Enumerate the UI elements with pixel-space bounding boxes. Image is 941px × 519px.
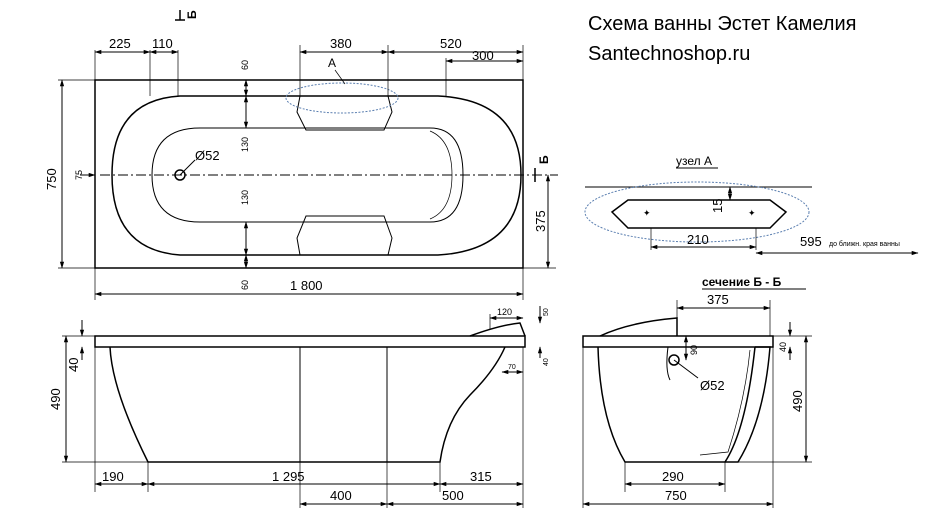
section-headrest — [599, 317, 678, 337]
section-drain-pipe — [666, 346, 671, 381]
node-a-detail-cloud — [584, 181, 810, 243]
dim-300: 300 — [472, 48, 494, 63]
section-b-side-label: Б — [537, 155, 551, 164]
dim-40-right: 40 — [543, 358, 550, 366]
dim-375: 375 — [533, 210, 548, 232]
node-a-fixing-right: ✦ — [748, 208, 756, 218]
dim-400: 400 — [330, 488, 352, 503]
edge-note: до ближн. края ванны — [829, 240, 900, 248]
title-line-1: Схема ванны Эстет Камелия — [588, 13, 856, 35]
dim-375-section: 375 — [707, 292, 729, 307]
dim-130-bottom: 130 — [240, 190, 250, 205]
dim-225: 225 — [109, 36, 131, 51]
node-a-headrest — [610, 199, 788, 229]
headrest-bottom — [296, 215, 393, 256]
tub-outer-rim — [94, 79, 524, 269]
node-a-ref-label: A — [328, 56, 336, 70]
dim-1295: 1 295 — [272, 469, 305, 484]
section-wall-inner — [699, 349, 751, 456]
drain-hole — [174, 169, 186, 181]
dim-1800: 1 800 — [290, 278, 323, 293]
side-apron-headrest — [469, 322, 526, 337]
dim-500: 500 — [442, 488, 464, 503]
drain-leader — [179, 159, 196, 176]
drain-diameter-label: Ø52 — [195, 148, 220, 163]
side-rim — [94, 335, 526, 348]
dim-290: 290 — [662, 469, 684, 484]
dim-595: 595 — [800, 234, 822, 249]
section-drain-label: Ø52 — [700, 378, 725, 393]
section-body — [597, 346, 756, 463]
side-view: 490 40 120 50 70 40 190 1 295 315 400 50… — [48, 306, 550, 508]
dim-15: 15 — [710, 199, 725, 213]
dim-60-bottom: 60 — [240, 280, 250, 290]
dim-75: 75 — [74, 170, 84, 180]
plan-view: Ø52 A 225 110 380 520 300 Б 750 75 — [44, 10, 558, 300]
dim-750: 750 — [44, 168, 59, 190]
section-drain-hole — [668, 354, 680, 366]
dim-490-section: 490 — [790, 390, 805, 412]
dim-120: 120 — [497, 307, 512, 317]
dim-490-side: 490 — [48, 388, 63, 410]
dim-315: 315 — [470, 469, 492, 484]
side-body — [109, 346, 506, 463]
section-view: сечение Б - Б 375 Ø52 90 40 490 290 750 — [582, 275, 812, 508]
title-block: Схема ванны Эстет Камелия Santechnoshop.… — [588, 13, 856, 65]
section-b-top-label: Б — [185, 10, 199, 19]
section-drain-leader — [673, 359, 699, 379]
dim-40-side: 40 — [66, 358, 81, 372]
dim-520: 520 — [440, 36, 462, 51]
node-a-fixing-left: ✦ — [643, 208, 651, 218]
tub-outer-bowl — [111, 95, 522, 256]
node-a-cloud — [285, 82, 399, 114]
section-rim — [582, 335, 774, 348]
dim-40-section: 40 — [778, 342, 788, 352]
dim-130-top: 130 — [240, 137, 250, 152]
dim-380: 380 — [330, 36, 352, 51]
dim-190: 190 — [102, 469, 124, 484]
node-a-title: узел А — [676, 154, 712, 168]
dim-210: 210 — [687, 232, 709, 247]
node-a-ref-leader — [334, 69, 346, 85]
dim-50: 50 — [543, 308, 550, 316]
dim-70: 70 — [508, 364, 516, 371]
dim-750-section: 750 — [665, 488, 687, 503]
node-a-detail: узел А ✦ ✦ 15 210 595 до ближн. края ван… — [584, 154, 919, 256]
section-wall — [725, 346, 771, 463]
title-line-2: Santechnoshop.ru — [588, 43, 750, 65]
section-title: сечение Б - Б — [702, 275, 782, 289]
dim-110: 110 — [152, 36, 173, 51]
tub-inner-bowl — [151, 127, 464, 223]
dim-60-top: 60 — [240, 60, 250, 70]
dim-90: 90 — [689, 345, 699, 355]
